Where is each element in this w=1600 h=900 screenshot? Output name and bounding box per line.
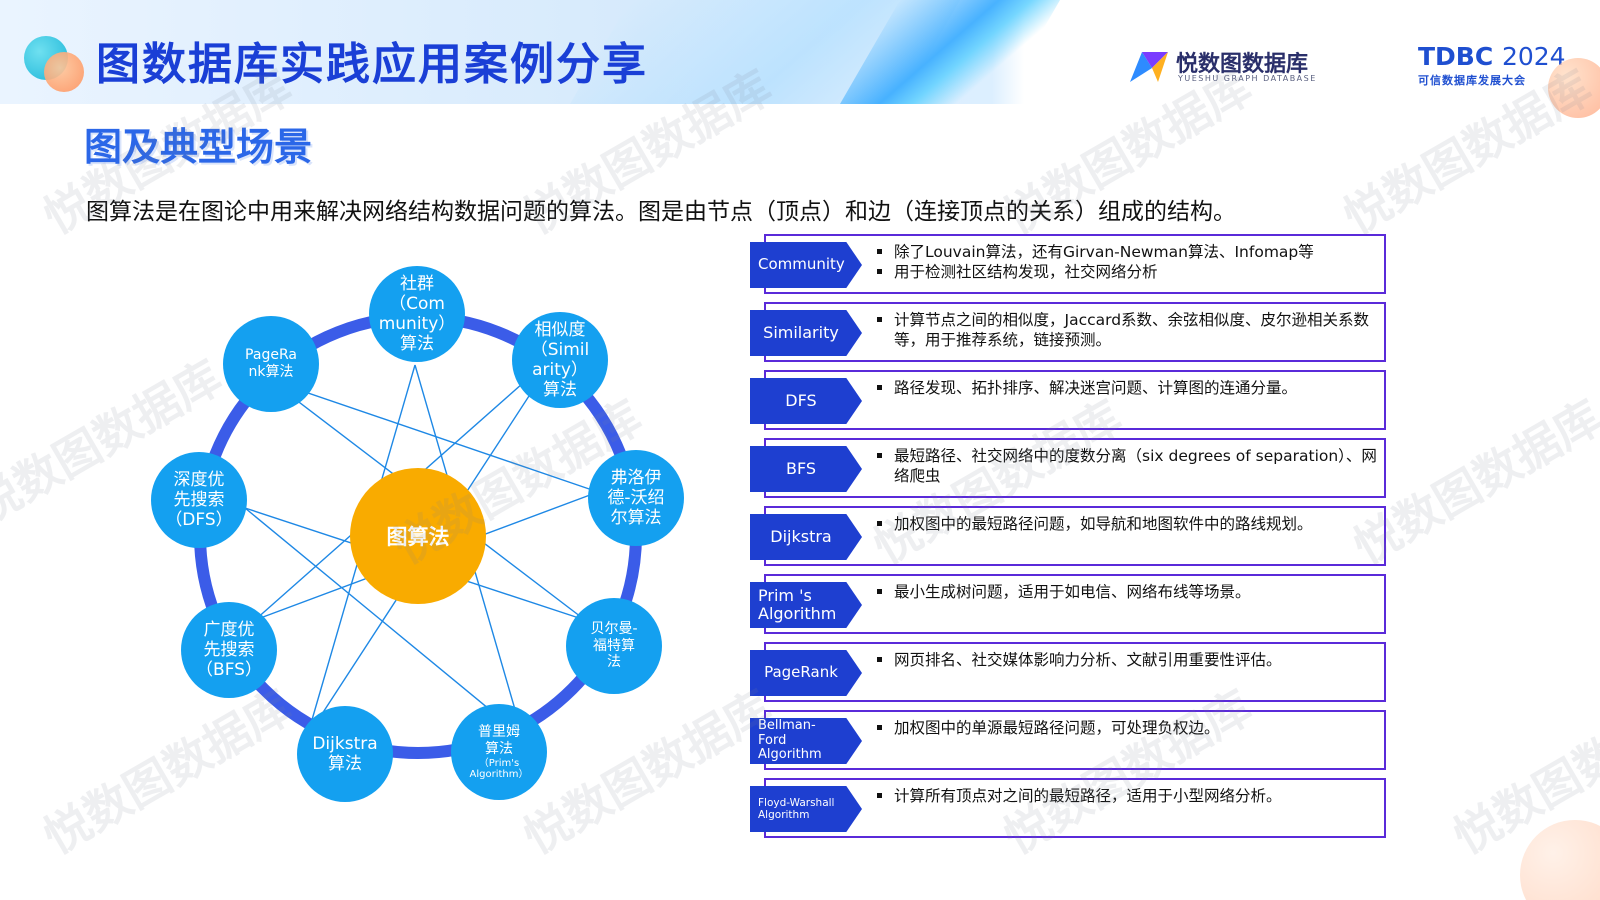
node-floyd-warshall: 弗洛伊 德-沃绍 尔算法 [588, 450, 684, 546]
algo-row-similarity: Similarity 计算节点之间的相似度，Jaccard系数、余弦相似度、皮尔… [750, 302, 1390, 362]
algo-point: 加权图中的最短路径问题，如导航和地图软件中的路线规划。 [874, 514, 1379, 534]
node-label: 广度优 先搜索 （BFS） [196, 619, 262, 681]
algo-points: 计算所有顶点对之间的最短路径，适用于小型网络分析。 [874, 786, 1379, 806]
algo-points: 路径发现、拓扑排序、解决迷宫问题、计算图的连通分量。 [874, 378, 1379, 398]
algo-point: 最小生成树问题，适用于如电信、网络布线等场景。 [874, 582, 1379, 602]
intro-text: 图算法是在图论中用来解决网络结构数据问题的算法。图是由节点（顶点）和边（连接顶点… [86, 199, 1236, 225]
node-label: 相似度 （Simil arity） 算法 [530, 319, 590, 401]
algo-tag: Similarity [750, 310, 862, 356]
node-similarity: 相似度 （Simil arity） 算法 [512, 312, 608, 408]
algo-point: 计算所有顶点对之间的最短路径，适用于小型网络分析。 [874, 786, 1379, 806]
node-label: 普里姆 算法 [477, 724, 520, 757]
algo-row-bfs: BFS 最短路径、社交网络中的度数分离（six degrees of separ… [750, 438, 1390, 498]
algo-row-pagerank: PageRank 网页排名、社交媒体影响力分析、文献引用重要性评估。 [750, 642, 1390, 702]
node-bfs: 广度优 先搜索 （BFS） [181, 602, 277, 698]
event-year: 2024 [1501, 42, 1566, 71]
center-node-label: 图算法 [386, 525, 450, 549]
algo-points: 除了Louvain算法，还有Girvan-Newman算法、Infomap等 用… [874, 242, 1379, 282]
node-dijkstra: Dijkstra 算法 [297, 706, 393, 802]
algo-point: 最短路径、社交网络中的度数分离（six degrees of separatio… [874, 446, 1379, 486]
algo-point: 加权图中的单源最短路径问题，可处理负权边。 [874, 718, 1379, 738]
node-label: 社群 （Com munity） 算法 [378, 273, 456, 355]
node-label: 弗洛伊 德-沃绍 尔算法 [607, 467, 665, 529]
node-community: 社群 （Com munity） 算法 [369, 266, 465, 362]
node-sublabel: （Prim's Algorithm） [469, 757, 529, 780]
algo-tag: PageRank [750, 650, 862, 696]
event-name: TDBC [1418, 42, 1494, 71]
algo-row-dfs: DFS 路径发现、拓扑排序、解决迷宫问题、计算图的连通分量。 [750, 370, 1390, 430]
algo-points: 加权图中的最短路径问题，如导航和地图软件中的路线规划。 [874, 514, 1379, 534]
algo-tag: DFS [750, 378, 862, 424]
decorative-ball-orange [44, 52, 84, 92]
node-label: PageRa nk算法 [245, 347, 297, 380]
algo-tag: BFS [750, 446, 862, 492]
algo-tag: Prim 's Algorithm [750, 582, 862, 628]
algo-row-prim: Prim 's Algorithm 最小生成树问题，适用于如电信、网络布线等场景… [750, 574, 1390, 634]
corner-decoration-bottom [1520, 820, 1600, 900]
algorithm-diagram: 图算法 社群 （Com munity） 算法 相似度 （Simil arity）… [0, 0, 760, 900]
algo-tag: Bellman-Ford Algorithm [750, 718, 862, 764]
node-label-wrap: 普里姆 算法 （Prim's Algorithm） [470, 708, 529, 796]
algo-points: 网页排名、社交媒体影响力分析、文献引用重要性评估。 [874, 650, 1379, 670]
event-logo: TDBC 2024 [1418, 42, 1566, 71]
algo-point: 用于检测社区结构发现，社交网络分析 [874, 262, 1379, 282]
algo-row-dijkstra: Dijkstra 加权图中的最短路径问题，如导航和地图软件中的路线规划。 [750, 506, 1390, 566]
corner-decoration [1548, 58, 1600, 118]
algo-point: 路径发现、拓扑排序、解决迷宫问题、计算图的连通分量。 [874, 378, 1379, 398]
algo-tag: Community [750, 242, 862, 288]
algo-row-floyd-warshall: Floyd-Warshall Algorithm 计算所有顶点对之间的最短路径，… [750, 778, 1390, 838]
section-title: 图及典型场景 [84, 125, 313, 169]
center-node: 图算法 [350, 468, 486, 604]
node-prim: 普里姆 算法 （Prim's Algorithm） [451, 704, 547, 800]
algo-points: 最小生成树问题，适用于如电信、网络布线等场景。 [874, 582, 1379, 602]
algo-point: 计算节点之间的相似度，Jaccard系数、余弦相似度、皮尔逊相关系数等，用于推荐… [874, 310, 1379, 350]
event-subtitle: 可信数据库发展大会 [1418, 74, 1526, 87]
node-pagerank: PageRa nk算法 [223, 316, 319, 412]
algo-points: 加权图中的单源最短路径问题，可处理负权边。 [874, 718, 1379, 738]
node-label: 贝尔曼- 福特算 法 [590, 621, 638, 671]
node-label: Dijkstra 算法 [312, 733, 378, 774]
node-dfs: 深度优 先搜索 （DFS） [151, 452, 247, 548]
algo-point: 网页排名、社交媒体影响力分析、文献引用重要性评估。 [874, 650, 1379, 670]
brand-logo-icon [1130, 52, 1168, 82]
brand-name: 悦数图数据库 [1176, 52, 1309, 77]
algo-tag: Floyd-Warshall Algorithm [750, 786, 862, 832]
algo-points: 计算节点之间的相似度，Jaccard系数、余弦相似度、皮尔逊相关系数等，用于推荐… [874, 310, 1379, 350]
brand-subtitle: YUESHU GRAPH DATABASE [1178, 74, 1317, 83]
node-label: 深度优 先搜索 （DFS） [165, 469, 233, 531]
algo-point: 除了Louvain算法，还有Girvan-Newman算法、Infomap等 [874, 242, 1379, 262]
algo-row-bellman-ford: Bellman-Ford Algorithm 加权图中的单源最短路径问题，可处理… [750, 710, 1390, 770]
algo-row-community: Community 除了Louvain算法，还有Girvan-Newman算法、… [750, 234, 1390, 294]
algo-points: 最短路径、社交网络中的度数分离（six degrees of separatio… [874, 446, 1379, 486]
algo-tag: Dijkstra [750, 514, 862, 560]
page-title: 图数据库实践应用案例分享 [96, 39, 648, 90]
node-bellman-ford: 贝尔曼- 福特算 法 [566, 598, 662, 694]
